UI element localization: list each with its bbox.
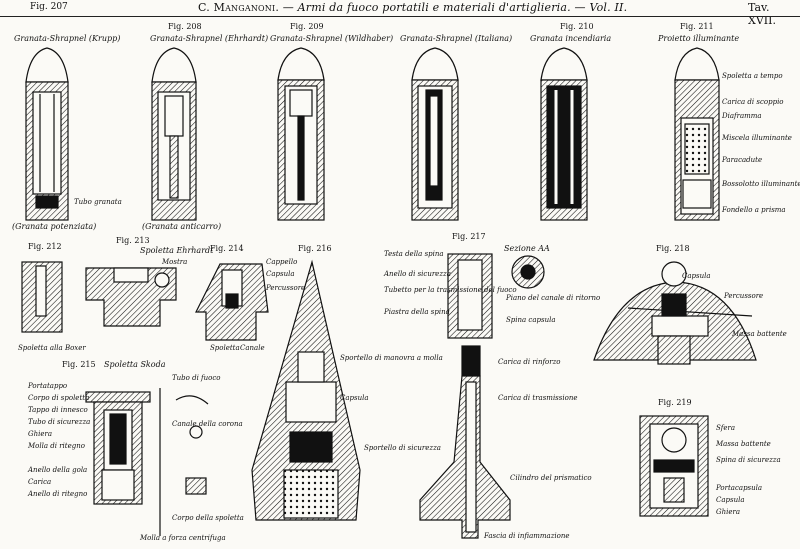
label-217-d: Piastra della spina bbox=[384, 308, 450, 316]
fuze-214-drawing bbox=[195, 263, 269, 341]
figure-210-number: Fig. 210 bbox=[560, 22, 594, 31]
label-218-mass: Massa battente bbox=[732, 330, 787, 338]
label-215-m: Molla a forza centrifuga bbox=[140, 534, 226, 542]
label-214-fuze: Spoletta bbox=[210, 344, 240, 352]
label-214-striker: Percussore bbox=[266, 284, 306, 292]
label-215-j: Tubo di fuoco bbox=[172, 374, 221, 382]
label-217-f: Spina capsula bbox=[506, 316, 556, 324]
caption-215: Spoletta Skoda bbox=[104, 360, 166, 369]
figure-218-number: Fig. 218 bbox=[656, 244, 690, 253]
label-217-h: Carica di trasmissione bbox=[498, 394, 578, 402]
shell-208-drawing bbox=[151, 47, 197, 221]
caption-208: Granata-Shrapnel (Ehrhardt) bbox=[150, 34, 269, 43]
caption-213: Spoletta Ehrhardt bbox=[140, 246, 214, 255]
label-211-bursting-charge: Carica di scoppio bbox=[722, 98, 784, 106]
label-215-c: Tappo di innesco bbox=[28, 406, 88, 414]
figure-215-number: Fig. 215 bbox=[62, 360, 96, 369]
label-215-d: Tubo di sicurezza bbox=[28, 418, 91, 426]
label-215-f: Molla di ritegno bbox=[28, 442, 85, 450]
label-217-c: Tubetto per la trasmissione del fuoco bbox=[384, 286, 517, 294]
fuze-213-drawing bbox=[85, 267, 177, 327]
label-215-a: Portatappo bbox=[28, 382, 68, 390]
caption-sezione: Sezione AA bbox=[504, 244, 550, 253]
label-217-i: Cilindro del prismatico bbox=[510, 474, 592, 482]
shell-207-drawing bbox=[25, 47, 69, 221]
caption-207: Granata-Shrapnel (Krupp) bbox=[14, 34, 121, 43]
fuze-215-drawing bbox=[85, 388, 209, 536]
label-211-mixture: Miscela illuminante bbox=[722, 134, 792, 142]
label-215-e: Ghiera bbox=[28, 430, 53, 438]
label-215-i: Anello di ritegno bbox=[28, 490, 88, 498]
label-216-c: Sportello di sicurezza bbox=[364, 444, 441, 452]
plate-header: Fig. 207 C. Manganoni. — Armi da fuoco p… bbox=[0, 0, 800, 27]
figure-212-number: Fig. 212 bbox=[28, 242, 62, 251]
figure-214-number: Fig. 214 bbox=[210, 244, 244, 253]
label-215-b: Corpo di spoletta bbox=[28, 394, 90, 402]
caption-209b: Granata-Shrapnel (Italiana) bbox=[400, 34, 513, 43]
label-217-e: Piano del canale di ritorno bbox=[506, 294, 601, 302]
caption-210: Granata incendiaria bbox=[530, 34, 612, 43]
label-218-striker: Percussore bbox=[724, 292, 764, 300]
fuze-212-drawing bbox=[21, 261, 63, 333]
label-212: Spoletta alla Boxer bbox=[18, 344, 86, 352]
label-216-b: Capsula bbox=[340, 394, 369, 402]
label-215-h: Carica bbox=[28, 478, 52, 486]
label-218-capsule: Capsula bbox=[682, 272, 711, 280]
label-219-pin: Spina di sicurezza bbox=[716, 456, 781, 464]
label-213: Mostra bbox=[162, 258, 188, 266]
label-219-sphere: Sfera bbox=[716, 424, 736, 432]
label-211-time-fuze: Spoletta a tempo bbox=[722, 72, 783, 80]
caption-208-sub: (Granata anticarro) bbox=[142, 222, 222, 231]
figure-209-number: Fig. 209 bbox=[290, 22, 324, 31]
label-211-base: Fondello a prisma bbox=[722, 206, 786, 214]
caption-211: Proietto illuminante bbox=[658, 34, 740, 43]
label-214-capsule: Capsula bbox=[266, 270, 295, 278]
fuze-217-drawing bbox=[419, 253, 545, 539]
label-211-diaphragm: Diaframma bbox=[722, 112, 762, 120]
figure-208-number: Fig. 208 bbox=[168, 22, 202, 31]
caption-207-sub: (Granata potenziata) bbox=[12, 222, 97, 231]
label-211-parachute: Paracadute bbox=[722, 156, 763, 164]
label-217-b: Anello di sicurezza bbox=[384, 270, 451, 278]
label-217-j: Fascia di infiammazione bbox=[484, 532, 570, 540]
figure-219-number: Fig. 219 bbox=[658, 398, 692, 407]
label-219-holder: Portacapsula bbox=[716, 484, 763, 492]
figure-216-number: Fig. 216 bbox=[298, 244, 332, 253]
fuze-218-drawing bbox=[593, 261, 757, 365]
caption-209: Granata-Shrapnel (Wildhaber) bbox=[270, 34, 394, 43]
label-217-a: Testa della spina bbox=[384, 250, 444, 258]
header-rule bbox=[0, 16, 800, 17]
label-214-cap: Cappello bbox=[266, 258, 298, 266]
label-215-g: Anello della gola bbox=[28, 466, 88, 474]
shell-209b-drawing bbox=[411, 47, 459, 221]
label-211-canister: Bossolotto illuminante bbox=[722, 180, 800, 188]
label-215-l: Corpo della spoletta bbox=[172, 514, 244, 522]
shell-210-drawing bbox=[540, 47, 588, 221]
label-215-k: Canale della corona bbox=[172, 420, 243, 428]
fuze-219-drawing bbox=[639, 415, 709, 517]
figure-213-number: Fig. 213 bbox=[116, 236, 150, 245]
figure-217-number: Fig. 217 bbox=[452, 232, 486, 241]
shell-209-drawing bbox=[277, 47, 325, 221]
label-214-channel: Canale bbox=[240, 344, 265, 352]
fuze-216-drawing bbox=[251, 259, 361, 521]
label-217-g: Carica di rinforzo bbox=[498, 358, 561, 366]
label-219-mass: Massa battente bbox=[716, 440, 771, 448]
plate-number: Tav. XVII. bbox=[748, 1, 776, 27]
label-216-a: Sportello di manovra a molla bbox=[340, 354, 443, 362]
plate-title: C. Manganoni. — Armi da fuoco portatili … bbox=[198, 1, 628, 14]
figure-211-number: Fig. 211 bbox=[680, 22, 714, 31]
shell-211-drawing bbox=[674, 47, 720, 221]
label-219-capsule: Capsula bbox=[716, 496, 745, 504]
label-207-tube: Tubo granata bbox=[74, 198, 122, 206]
label-219-ring: Ghiera bbox=[716, 508, 741, 516]
figure-207-number: Fig. 207 bbox=[30, 2, 68, 12]
